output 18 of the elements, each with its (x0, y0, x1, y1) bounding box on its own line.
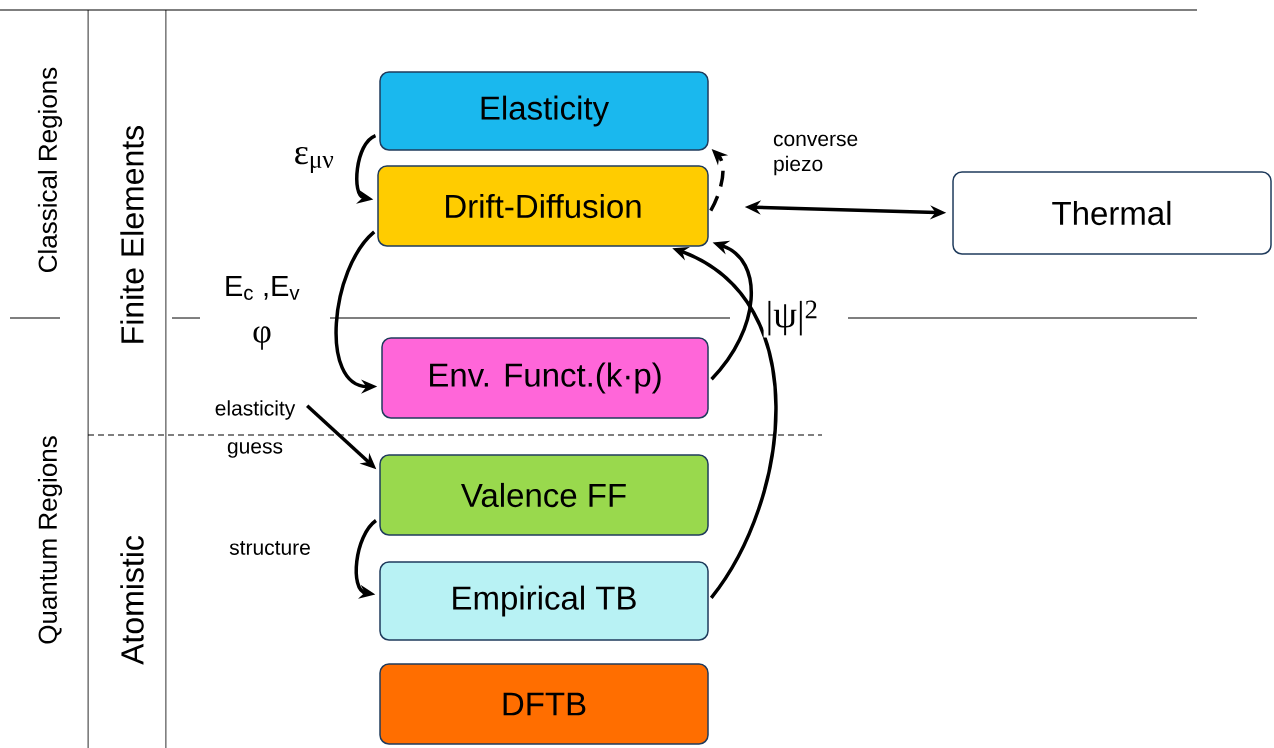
symbol-label: φ (253, 326, 271, 350)
region-label: Atomistic (120, 535, 144, 665)
process-box: Env. Funct.(k·p) (381, 337, 709, 419)
process-box: Thermal (952, 171, 1272, 255)
process-box: Elasticity (379, 71, 709, 151)
region-label: Quantum Regions (37, 436, 63, 644)
process-box: Drift-Diffusion (377, 165, 709, 247)
region-label: Classical Regions (37, 67, 63, 272)
note-text: elasticity guess (215, 400, 296, 458)
region-label: Finite Elements (120, 125, 144, 343)
edge-label: structure (227, 539, 313, 557)
edge-label: ε$_{μν}$ (291, 144, 337, 176)
edge-label: |ψ|$^{2}$ (763, 298, 821, 338)
process-box: DFTB (379, 663, 709, 745)
process-box: Empirical TB (379, 561, 709, 641)
edge-label: converse piezo (771, 132, 865, 178)
edge-label: E$_{c}$ ,E$_{v}$ (221, 274, 303, 302)
process-box: Valence FF (379, 454, 709, 536)
